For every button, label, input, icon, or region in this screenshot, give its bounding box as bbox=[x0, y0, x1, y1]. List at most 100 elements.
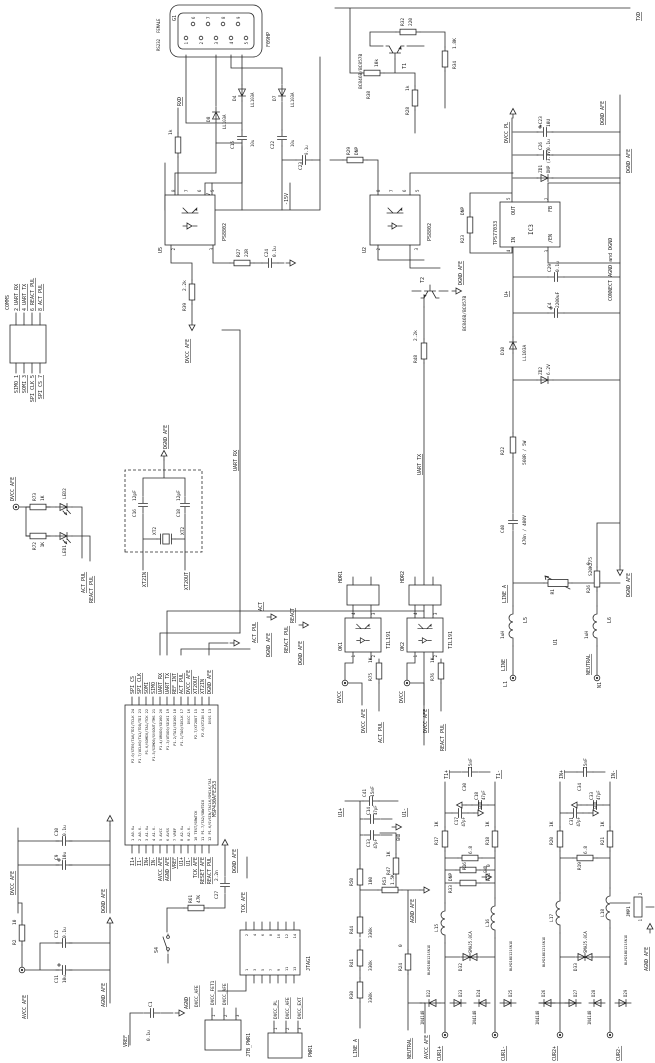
diode-d27 bbox=[564, 999, 582, 1007]
mcu-sig-i1p: I1+ bbox=[130, 857, 136, 866]
label-bc-t1: BC846B/BC857B bbox=[358, 53, 364, 89]
mcu-rpin-23: P1.7/UCLK0/TA1/TDO/TDI 23 bbox=[138, 709, 142, 763]
label-c14: C14 bbox=[366, 807, 372, 815]
label-led2: LED2 bbox=[62, 488, 68, 499]
ok1-pin4: 4 bbox=[351, 612, 356, 615]
label-ic3: IC3 bbox=[528, 224, 535, 235]
label-r1: R1 bbox=[550, 589, 556, 595]
gnd-arrow-mcu bbox=[229, 639, 240, 647]
mcu-sig-inp: IN+ bbox=[144, 857, 150, 866]
mcu-sig-u1m: U1- bbox=[186, 857, 192, 866]
label-uarttx-wire: UART_TX bbox=[417, 454, 423, 475]
txd-driver-section: BC846B/BC857B T1 R38 10k R28 1k R32 220 … bbox=[334, 7, 642, 134]
diode-d26 bbox=[538, 999, 556, 1007]
ok1-pin2: 2 bbox=[371, 654, 376, 657]
transistor-t1 bbox=[385, 45, 405, 60]
mcu-sig-avcc: AVCC_AFE bbox=[158, 857, 164, 881]
ic3-pin-out: OUT bbox=[511, 206, 517, 215]
label-c11: C11 bbox=[54, 975, 60, 983]
label-c29v: 0.1u bbox=[555, 261, 561, 272]
label-d22: D22 bbox=[426, 989, 431, 997]
label-r24: R24 bbox=[398, 963, 404, 971]
mcu-sig-simo: SIMO bbox=[151, 682, 157, 694]
pulse-opto-section: OK1 TIL191 HDR1 1 2 4 3 DVCC DVCC_AFE R7… bbox=[337, 571, 454, 751]
res-r28 bbox=[411, 85, 419, 111]
label-linea: LINE_A bbox=[502, 585, 508, 603]
ic3-pin-fb: FB bbox=[548, 206, 554, 212]
led2 bbox=[55, 503, 73, 515]
label-tckafe: TCK_AFE bbox=[241, 892, 247, 913]
label-agndafe-ch2: AGND_AFE bbox=[644, 947, 650, 971]
label-d33: D33 bbox=[573, 963, 579, 971]
comms-left-4: SPI_CS 7 bbox=[38, 375, 44, 399]
mcu-msp430afe253 bbox=[124, 704, 219, 846]
label-r32v: 220 bbox=[408, 18, 414, 26]
label-jmp1: JMP1 bbox=[626, 906, 632, 917]
ok2-pin2: 2 bbox=[433, 654, 438, 657]
label-dvccafe1: DVCC_AFE bbox=[185, 339, 191, 363]
g1-pin3: 3 bbox=[214, 41, 219, 44]
label-d32v: SMAJ5.0CA bbox=[468, 931, 473, 953]
label-c41v: 15nF bbox=[370, 786, 376, 797]
label-u1p: U1+ bbox=[338, 808, 344, 817]
label-gnd-div: GND bbox=[396, 833, 401, 841]
g1-pin5: 5 bbox=[244, 41, 249, 44]
jtb-pin1: 1 bbox=[211, 1014, 216, 1017]
opto-u5 bbox=[164, 194, 216, 246]
label-c22: C22 bbox=[270, 141, 276, 149]
res-r23 bbox=[466, 212, 474, 238]
g1-pin2: 2 bbox=[199, 41, 204, 44]
label-c41: C41 bbox=[362, 789, 368, 797]
terminal-dvccafe bbox=[12, 503, 20, 511]
label-dvccpl-pwr: DVCC_PL bbox=[273, 1000, 279, 1019]
label-c40: C40 bbox=[500, 525, 506, 533]
diode-d4 bbox=[238, 84, 246, 102]
label-r76v: 1K bbox=[430, 657, 436, 663]
ferrite-l16 bbox=[490, 897, 496, 939]
label-l1: L1 bbox=[503, 681, 509, 687]
label-rs232: RS232 bbox=[156, 38, 161, 51]
label-r32: R32 bbox=[400, 18, 406, 26]
mcu-section: 1 A0.0+ 2 A0.0- 3 A1.0+ 4 A1.0- 5 AVCC 6… bbox=[124, 610, 425, 884]
label-dgnd-c1: DGND_AFE bbox=[266, 633, 272, 657]
label-gnd-ch2: GND bbox=[593, 801, 598, 809]
jtag-pin4: 4 bbox=[253, 934, 257, 936]
u5-pin7: 7 bbox=[184, 189, 189, 192]
label-r73: R73 bbox=[32, 493, 38, 501]
label-bc-t2: BC846B/BC857B bbox=[462, 295, 468, 331]
res-r73 bbox=[25, 503, 51, 511]
diode-d25 bbox=[499, 999, 517, 1007]
current-channel2-section: IN+ IN- C34 15nF R20 1K R21 1K C31 47pF … bbox=[535, 758, 655, 1061]
crystal-dashed-box bbox=[124, 469, 203, 553]
label-u5: U5 bbox=[158, 247, 164, 253]
label-uartrx-wire: UART_RX bbox=[233, 450, 239, 471]
res-r39 bbox=[188, 279, 196, 305]
mains-input-section: L1 LINE 1uH L5 LINE_A R1 S20K275 C40 470… bbox=[500, 94, 632, 688]
label-d26: D26 bbox=[541, 989, 546, 997]
label-dgnd-rail: DGND_AFE bbox=[626, 573, 632, 597]
ic3-pin5: 5 bbox=[506, 197, 511, 200]
label-xt2out: XT2OUT bbox=[184, 572, 190, 590]
g1-pin7: 7 bbox=[206, 16, 211, 19]
label-dvccafe-jtb: DVCC_AFE bbox=[222, 983, 228, 1005]
label-cur2m: CUR2- bbox=[616, 1046, 622, 1061]
diode-d22 bbox=[423, 999, 441, 1007]
label-r53: R53 bbox=[382, 877, 388, 885]
jtag-pin5: 5 bbox=[261, 969, 265, 971]
label-l6: L6 bbox=[607, 617, 613, 623]
u2-pin6: 6 bbox=[402, 189, 407, 192]
label-t1: T1 bbox=[402, 63, 408, 69]
res-r76 bbox=[437, 658, 445, 684]
jtag-pin10: 10 bbox=[277, 934, 281, 938]
label-t1m: T1- bbox=[496, 770, 502, 779]
label-r44v: 330k bbox=[368, 927, 374, 938]
label-1n4148d: 1N4148 bbox=[587, 1010, 592, 1025]
cap-c16 bbox=[138, 496, 148, 514]
label-l18v: BLM21BD121SN1D bbox=[624, 935, 628, 965]
jtag-pin1: 1 bbox=[245, 969, 249, 971]
label-r50: R50 bbox=[349, 878, 355, 886]
label-c26: C26 bbox=[538, 142, 544, 150]
terminal-l1 bbox=[509, 674, 517, 682]
mcu-sig-reactpul: REACT_PUL bbox=[207, 857, 213, 884]
terminal-cur1p bbox=[441, 1031, 449, 1039]
